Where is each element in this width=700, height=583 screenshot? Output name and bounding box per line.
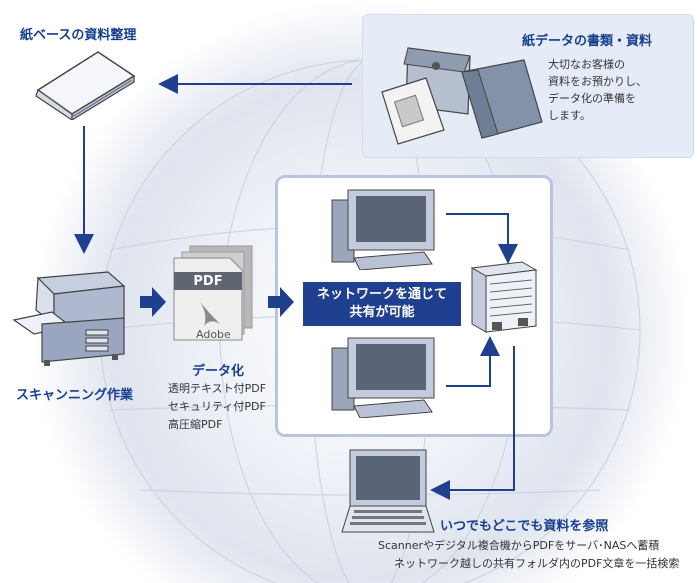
description-line: します。	[548, 109, 591, 122]
pdf-file-icon	[173, 245, 253, 341]
description-line: 大切なお客様の	[548, 58, 625, 71]
documents-folder-icon	[381, 47, 543, 145]
network-label-line: ネットワークを通じて	[316, 287, 447, 302]
access-note: Scannerやデジタル複合機からPDFをサーバ･NASへ蓄積	[378, 539, 660, 552]
format-item: 透明テキスト付PDF	[168, 382, 267, 395]
access-notes: Scannerやデジタル複合機からPDFをサーバ･NASへ蓄積 ネットワーク越し…	[378, 537, 679, 573]
arrow-pdf-to-network	[268, 287, 294, 317]
arrow-pc-to-server	[446, 336, 500, 387]
access-title: いつでもどこでも資料を参照	[440, 519, 609, 534]
format-item: セキュリティ付PDF	[168, 400, 266, 413]
arrow-pc-to-server	[446, 213, 518, 264]
network-label-line: 共有が可能	[349, 305, 415, 320]
adobe-label: Adobe	[196, 328, 231, 341]
network-sharing-label: ネットワークを通じて 共有が可能	[303, 282, 461, 326]
paper-data-description: 大切なお客様の 資料をお預かりし、 データ化の準備を します。	[548, 56, 647, 124]
desktop-computer-icon	[331, 337, 435, 418]
format-item: 高圧縮PDF	[168, 418, 223, 431]
server-nas-icon	[470, 261, 538, 333]
access-note: ネットワーク越しの共有フォルダ内のPDF文章を一括検索	[394, 557, 680, 570]
paper-workflow-title: 紙ベースの資料整理	[20, 28, 137, 43]
arrow-scanner-to-pdf	[140, 287, 166, 317]
paper-stack-icon	[35, 51, 136, 120]
scanning-title: スキャンニング作業	[16, 388, 134, 403]
scanner-multifunction-icon	[12, 271, 126, 366]
description-line: データ化の準備を	[548, 92, 636, 105]
description-line: 資料をお預かりし、	[548, 75, 647, 88]
arrow-server-to-laptop	[430, 346, 515, 500]
digitization-formats: 透明テキスト付PDF セキュリティ付PDF 高圧縮PDF	[168, 380, 266, 434]
desktop-computer-icon	[331, 189, 435, 270]
pdf-label: PDF	[193, 274, 223, 289]
digitization-title: データ化	[192, 364, 245, 379]
paper-data-title: 紙データの書類・資料	[521, 34, 652, 49]
laptop-icon	[341, 449, 435, 533]
